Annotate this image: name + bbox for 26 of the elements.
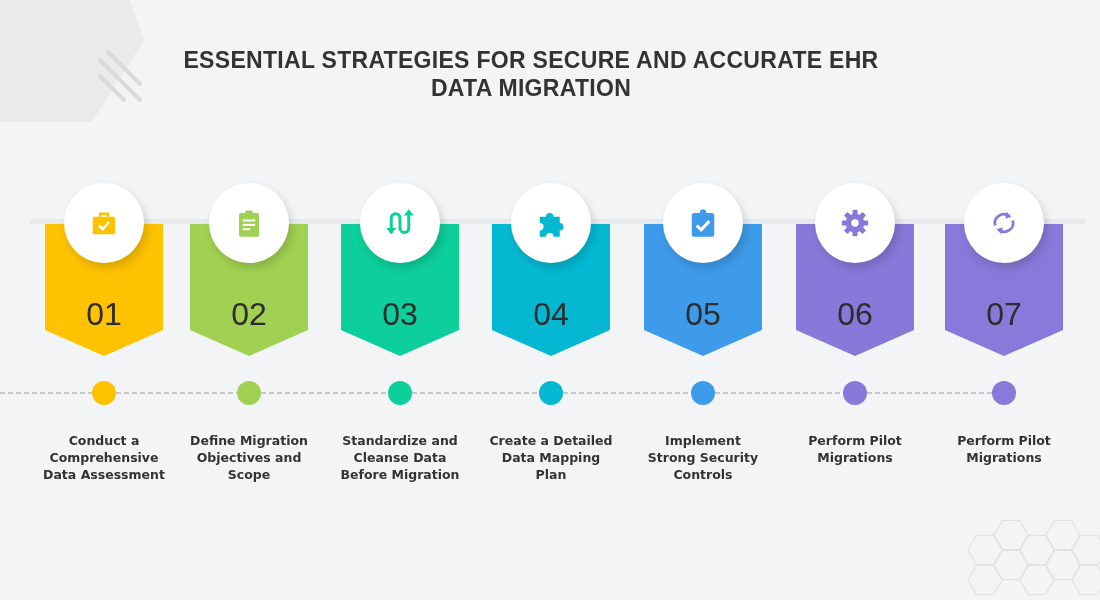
- step-label: Implement Strong Security Controls: [646, 432, 760, 483]
- timeline-dot: [92, 381, 116, 405]
- title: ESSENTIAL STRATEGIES FOR SECURE AND ACCURATE EHR DATA MIGRATION: [182, 46, 880, 102]
- dashed-connector: [260, 392, 389, 394]
- step-number: 06: [836, 296, 874, 332]
- dashed-connector: [0, 392, 93, 394]
- step-number: 02: [230, 296, 268, 332]
- timeline-dot: [992, 381, 1016, 405]
- step-label: Define Migration Objectives and Scope: [189, 432, 309, 483]
- timeline-dot: [691, 381, 715, 405]
- dashed-connector: [411, 392, 540, 394]
- step-number: 03: [381, 296, 419, 332]
- step-label: Create a Detailed Data Mapping Plan: [488, 432, 614, 483]
- step-label: Standardize and Cleanse Data Before Migration: [339, 432, 461, 483]
- step-number: 05: [684, 296, 722, 332]
- timeline-dot: [539, 381, 563, 405]
- step-number: 04: [532, 296, 570, 332]
- timeline-dot: [843, 381, 867, 405]
- timeline-dot: [237, 381, 261, 405]
- step-number: 01: [85, 296, 123, 332]
- step-number: 07: [985, 296, 1023, 332]
- step-label: Perform Pilot Migrations: [956, 432, 1052, 466]
- dashed-connector: [866, 392, 993, 394]
- step-label: Perform Pilot Migrations: [807, 432, 903, 466]
- step-label: Conduct a Comprehensive Data Assessment: [42, 432, 166, 483]
- timeline-dot: [388, 381, 412, 405]
